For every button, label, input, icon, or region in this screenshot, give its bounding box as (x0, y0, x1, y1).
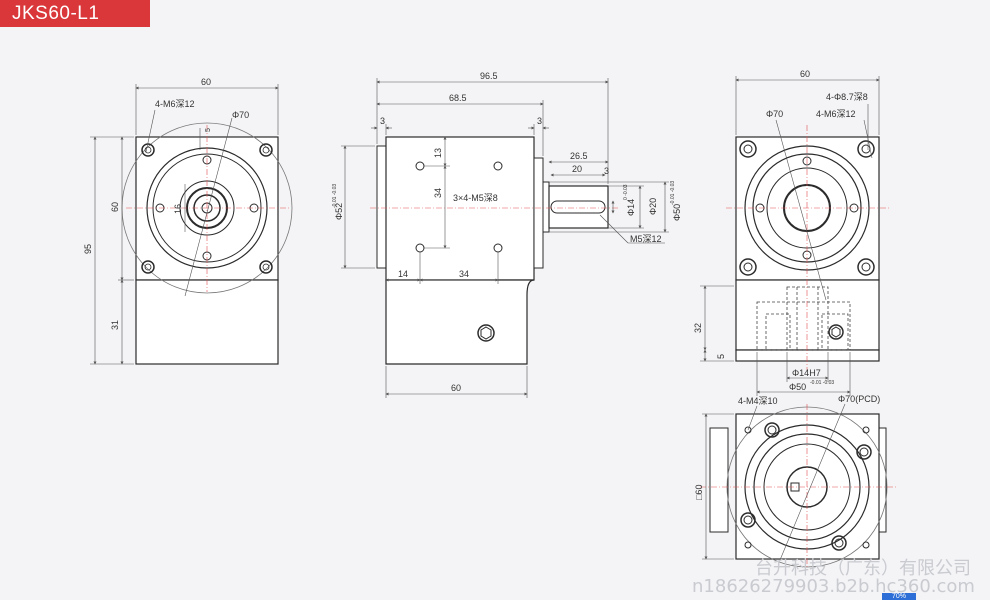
side-h14-dim: 14 (398, 269, 408, 279)
watermark-contact: n18626279903.b2b.hc360.com (692, 576, 975, 597)
bottom-view (700, 403, 896, 570)
side-base-width-dim: 60 (451, 383, 461, 393)
front-base-dim: 31 (110, 320, 120, 330)
model-title: JKS60-L1 (12, 3, 100, 24)
side-key-off-dim: 3 (604, 166, 609, 176)
right-holes-a-dim: 4-Φ8.7深8 (826, 92, 868, 102)
side-holes-dim: 3×4-M5深8 (453, 193, 498, 203)
front-key-dim: 5 (205, 128, 212, 132)
zoom-level-badge[interactable]: 70% (882, 593, 916, 600)
side-gap-left-dim: 3 (380, 116, 385, 126)
right-view (700, 76, 890, 396)
side-d52-dim: Φ52 (334, 203, 344, 220)
right-d50-tol: -0.01 -0.03 (810, 380, 834, 386)
side-34-dim: 34 (433, 188, 443, 198)
front-height-dim: 95 (83, 244, 93, 254)
right-pcd-dim: Φ70 (766, 109, 783, 119)
side-gap-right-dim: 3 (537, 116, 542, 126)
front-shaft-dim: 16 (173, 204, 183, 214)
side-h34-dim: 34 (459, 269, 469, 279)
front-flange-dim: 60 (110, 202, 120, 212)
side-d14-tol: 0 -0.03 (623, 184, 629, 200)
watermark-company: 台升科技（广东）有限公司 (755, 558, 971, 579)
side-key-len-dim: 20 (572, 164, 582, 174)
right-h5-dim: 5 (716, 354, 726, 359)
side-tap-dim: M5深12 (630, 234, 662, 244)
front-view (90, 84, 293, 365)
side-d14-dim: Φ14 (626, 199, 636, 216)
bottom-holes-dim: 4-M4深10 (738, 396, 778, 406)
right-d50-dim: Φ50 (789, 382, 806, 392)
right-holes-b-dim: 4-M6深12 (816, 109, 856, 119)
right-bore-dim: Φ14H7 (792, 368, 821, 378)
title-badge: JKS60-L1 (0, 0, 150, 27)
right-width-dim: 60 (800, 69, 810, 79)
side-view (341, 78, 669, 398)
side-total-dim: 96.5 (480, 71, 498, 81)
bottom-pcd-dim: Φ70(PCD) (838, 394, 880, 404)
front-pcd-dim: Φ70 (232, 110, 249, 120)
side-d50-tol: -0.01 -0.03 (670, 181, 676, 205)
side-shaft-len-dim: 26.5 (570, 151, 588, 161)
side-d52-tol: -0.01 -0.03 (332, 184, 338, 208)
side-13-dim: 13 (433, 148, 443, 158)
front-width-dim: 60 (201, 77, 211, 87)
bottom-square-dim: □60 (694, 485, 704, 500)
side-body-dim: 68.5 (449, 93, 467, 103)
side-d20-dim: Φ20 (648, 198, 658, 215)
right-h32-dim: 32 (693, 323, 703, 333)
side-d50-dim: Φ50 (672, 204, 682, 221)
front-holes-dim: 4-M6深12 (155, 99, 195, 109)
